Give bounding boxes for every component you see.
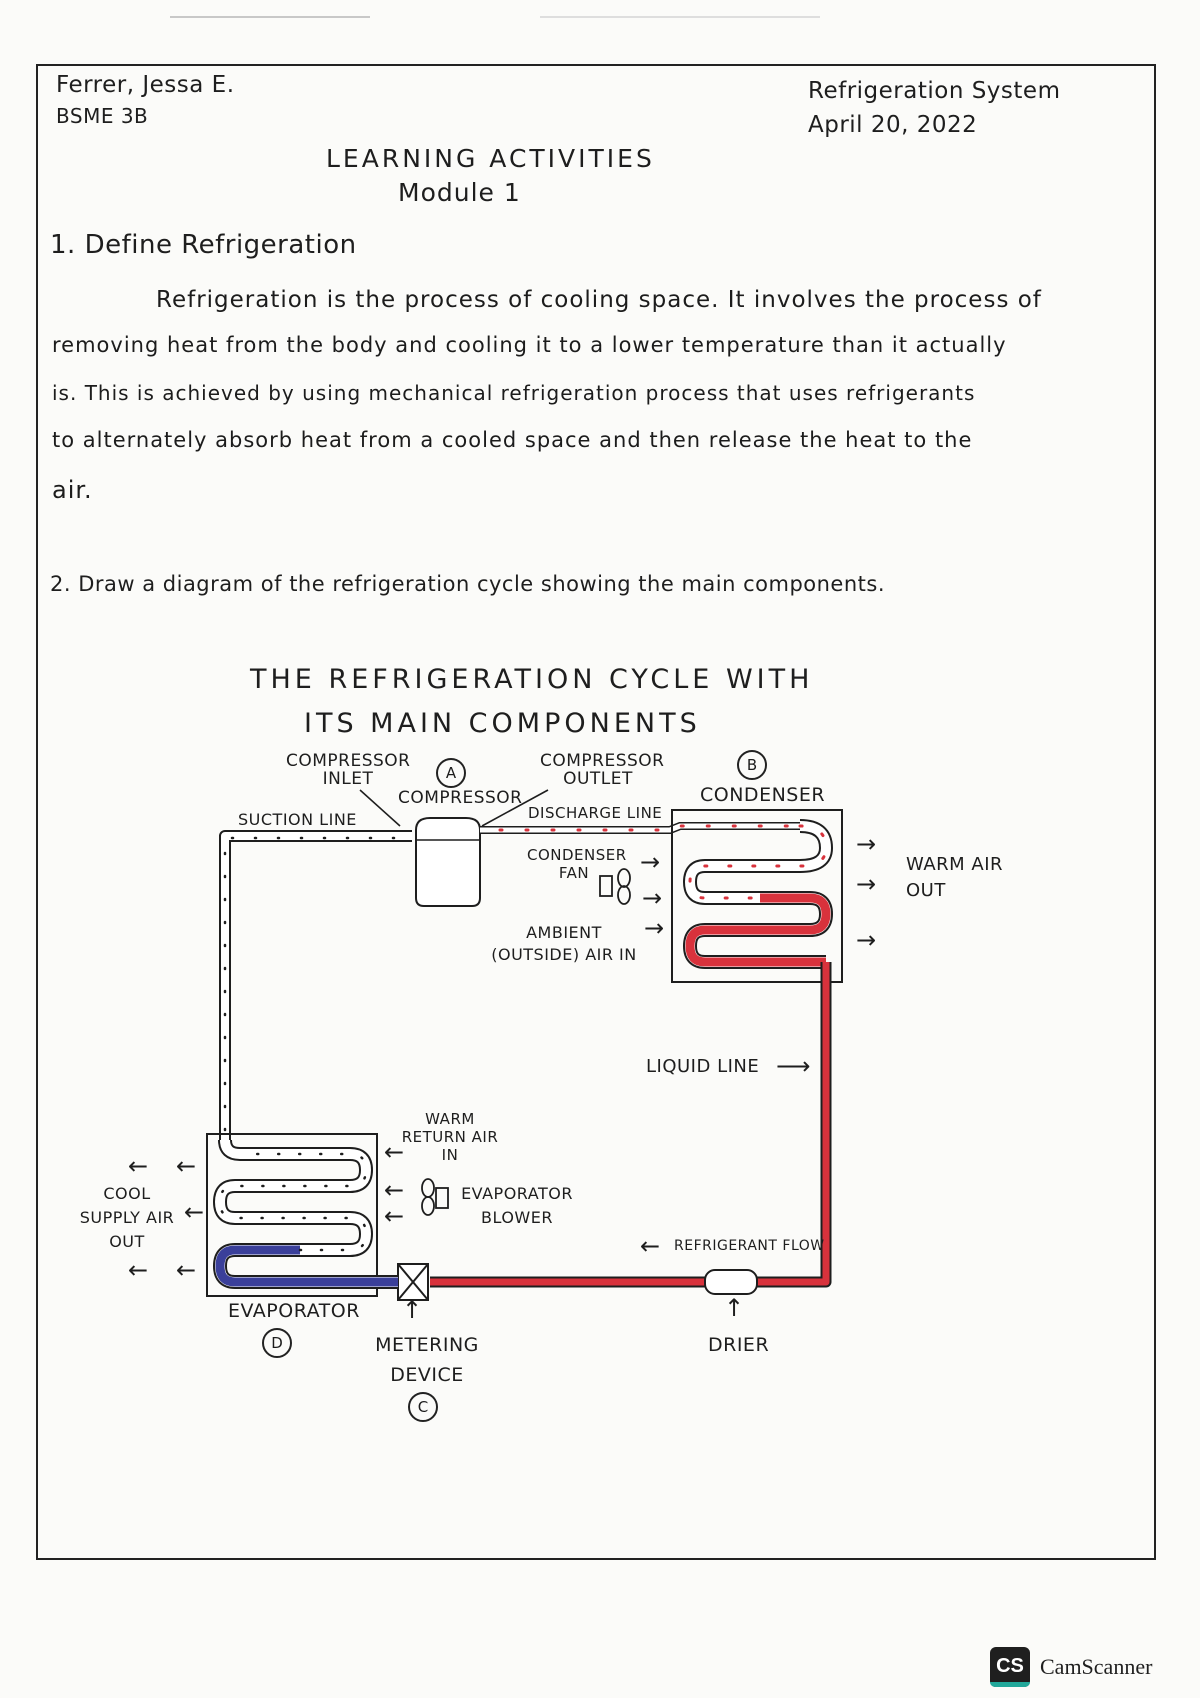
evaporator-label: EVAPORATOR [228, 1300, 360, 1322]
student-section: BSME 3B [56, 104, 149, 128]
question-2-prompt: 2. Draw a diagram of the refrigeration c… [50, 572, 886, 596]
cool-supply-air-label: COOL SUPPLY AIR OUT [79, 1184, 175, 1251]
ambient-air-in-label: AMBIENT (OUTSIDE) AIR IN [491, 923, 637, 964]
diagram-subtitle: ITS MAIN COMPONENTS [304, 708, 701, 739]
evaporator-blower-icon [421, 1178, 435, 1198]
metering-device-marker: C [408, 1392, 438, 1422]
discharge-line-label: DISCHARGE LINE [528, 804, 663, 822]
evaporator-blower-icon [435, 1187, 449, 1209]
drier-body [704, 1269, 758, 1295]
subject-name: Refrigeration System [808, 78, 1061, 104]
compressor-outlet-leader [481, 789, 549, 827]
cool-air-arrow-icon: ← [176, 1152, 197, 1180]
page-title: LEARNING ACTIVITIES [326, 144, 655, 173]
cool-air-arrow-icon: ← [128, 1152, 149, 1180]
return-air-arrow-icon: ← [384, 1138, 405, 1166]
suction-line-dots [223, 836, 412, 1132]
discharge-line-pipe-inner [480, 823, 800, 833]
metering-device-label: METERING DEVICE [375, 1334, 479, 1386]
condenser-label: CONDENSER [700, 784, 826, 806]
evaporator-blower-label: EVAPORATOR BLOWER [461, 1184, 573, 1227]
liquid-line-label: LIQUID LINE [646, 1056, 760, 1077]
evaporator-marker: D [262, 1328, 292, 1358]
condenser-fan-label: CONDENSER FAN [527, 846, 627, 882]
compressor-label: COMPRESSOR [398, 788, 523, 808]
return-air-arrow-icon: ← [384, 1202, 405, 1230]
evaporator-coil-dots [218, 1152, 368, 1252]
condenser-marker: B [737, 750, 767, 780]
top-edge-line [540, 16, 820, 18]
fan-arrow-icon: → [640, 848, 661, 876]
diagram-title: THE REFRIGERATION CYCLE WITH [250, 664, 814, 695]
top-edge-line [170, 16, 370, 18]
camscanner-logo: CS [990, 1647, 1030, 1687]
warm-air-arrow-icon: → [856, 870, 877, 898]
warm-return-air-label: WARM RETURN AIR IN [401, 1110, 499, 1164]
evaporator-blower-icon [421, 1196, 435, 1216]
condenser-fan-icon [617, 868, 631, 888]
liquid-line-arrow-icon: ⟶ [776, 1052, 811, 1080]
metering-arrow-icon: ↑ [402, 1296, 423, 1324]
evaporator-box [206, 1133, 378, 1297]
condenser-coil-hot [685, 893, 831, 967]
warm-air-arrow-icon: → [856, 830, 877, 858]
compressor-inlet-leader [359, 789, 401, 827]
suction-line-pipe [219, 830, 412, 1140]
compressor-outlet-label: COMPRESSOR OUTLET [540, 751, 665, 789]
answer-1-line: removing heat from the body and cooling … [52, 333, 1007, 357]
evaporator-coil-outline [213, 1139, 398, 1289]
condenser-fan-icon [599, 875, 613, 897]
answer-1-line: to alternately absorb heat from a cooled… [52, 428, 973, 452]
cool-air-arrow-icon: ← [128, 1256, 149, 1284]
fan-arrow-icon: → [642, 884, 663, 912]
warm-air-arrow-icon: → [856, 926, 877, 954]
compressor-marker: A [436, 758, 466, 788]
submission-date: April 20, 2022 [808, 112, 978, 138]
compressor-inlet-label: COMPRESSOR INLET [286, 751, 411, 789]
drier-arrow-icon: ↑ [724, 1294, 745, 1322]
camscanner-label: CamScanner [1040, 1654, 1153, 1679]
refrigerant-flow-arrow-icon: ← [640, 1232, 661, 1260]
condenser-coil-dots [688, 824, 828, 900]
answer-1-line: is. This is achieved by using mechanical… [52, 381, 976, 405]
warm-air-out-label: WARM AIR OUT [906, 854, 1004, 901]
drier-label: DRIER [708, 1334, 770, 1356]
compressor-body [415, 817, 481, 907]
answer-1-line: air. [52, 476, 93, 504]
evaporator-coil-cold [215, 1245, 398, 1287]
suction-line-pipe-inner [221, 832, 412, 1140]
condenser-box [671, 809, 843, 983]
refrigerant-flow-label: REFRIGERANT FLOW [674, 1238, 825, 1254]
cool-air-arrow-icon: ← [184, 1198, 205, 1226]
metering-device-cross [397, 1263, 429, 1301]
liquid-line-pipe-hot [430, 962, 830, 1286]
answer-1-line: Refrigeration is the process of cooling … [156, 287, 1042, 313]
module-number: Module 1 [398, 178, 521, 207]
return-air-arrow-icon: ← [384, 1176, 405, 1204]
suction-line-label: SUCTION LINE [238, 810, 357, 829]
question-1-prompt: 1. Define Refrigeration [50, 230, 357, 260]
ambient-air-arrow-icon: → [644, 914, 665, 942]
page-frame [36, 64, 1156, 1560]
student-name: Ferrer, Jessa E. [56, 72, 235, 98]
cool-air-arrow-icon: ← [176, 1256, 197, 1284]
condenser-fan-icon [617, 885, 631, 905]
